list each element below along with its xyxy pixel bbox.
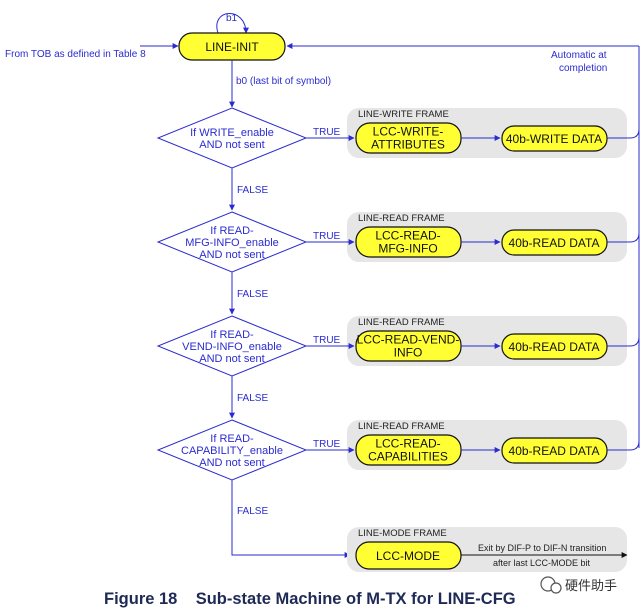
- true-label: TRUE: [313, 439, 341, 450]
- decision-label: AND not sent: [199, 457, 264, 469]
- auto-label-2: completion: [559, 63, 607, 74]
- decision-label: If READ-: [210, 329, 254, 341]
- figure-caption: Figure 18 Sub-state Machine of M-TX for …: [104, 590, 516, 608]
- lcc-state-label: MFG-INFO: [378, 242, 437, 256]
- decision-label: MFG-INFO_enable: [185, 237, 279, 249]
- lcc-state-label: INFO: [394, 346, 423, 360]
- frame-label: LINE-READ FRAME: [358, 213, 445, 224]
- b0-label: b0 (last bit of symbol): [236, 76, 331, 87]
- false-label: FALSE: [237, 185, 268, 196]
- return-arrow: [607, 336, 640, 347]
- lcc-state-label: ATTRIBUTES: [371, 138, 445, 152]
- true-label: TRUE: [313, 127, 341, 138]
- lcc-state-label: LCC-WRITE-: [373, 125, 444, 139]
- line-init-label: LINE-INIT: [205, 40, 259, 54]
- decision-label: AND not sent: [199, 139, 264, 151]
- data-state-label: 40b-READ DATA: [509, 340, 600, 354]
- self-loop-label: b1: [226, 13, 238, 24]
- false-arrow-to-mode: [231, 490, 351, 558]
- lcc-state-label: LCC-READ-: [375, 229, 440, 243]
- wechat-icon-bubble: [550, 582, 562, 594]
- self-loop-b1: [216, 13, 249, 34]
- frame-label: LINE-READ FRAME: [358, 421, 445, 432]
- decision-label: VEND-INFO_enable: [182, 341, 282, 353]
- false-label: FALSE: [237, 393, 268, 404]
- exit-label-2: after last LCC-MODE bit: [493, 558, 591, 568]
- frame-label: LINE-WRITE FRAME: [358, 109, 449, 120]
- true-label: TRUE: [313, 231, 341, 242]
- exit-label-1: Exit by DIF-P to DIF-N transition: [478, 543, 606, 553]
- decision-label: If READ-: [210, 433, 254, 445]
- data-state-label: 40b-WRITE DATA: [506, 132, 602, 146]
- line-mode-frame-label: LINE-MODE FRAME: [358, 528, 447, 539]
- decision-label: CAPABILITY_enable: [181, 445, 283, 457]
- false-label: FALSE: [237, 289, 268, 300]
- decision-label: If WRITE_enable: [190, 127, 274, 139]
- false-label-mode: FALSE: [237, 506, 268, 517]
- frame-label: LINE-READ FRAME: [358, 317, 445, 328]
- data-state-label: 40b-READ DATA: [509, 444, 600, 458]
- decision-label: AND not sent: [199, 249, 264, 261]
- return-arrow: [607, 232, 640, 243]
- return-arrow: [607, 128, 640, 139]
- auto-label-1: Automatic at: [551, 50, 607, 61]
- lcc-mode-label: LCC-MODE: [376, 549, 440, 563]
- lcc-state-label: CAPABILITIES: [368, 450, 448, 464]
- watermark-text: 硬件助手: [565, 579, 617, 594]
- true-label: TRUE: [313, 335, 341, 346]
- lcc-state-label: LCC-READ-VEND-: [357, 333, 460, 347]
- decision-label: If READ-: [210, 225, 254, 237]
- entry-label: From TOB as defined in Table 8: [5, 49, 146, 60]
- return-arrow: [607, 440, 640, 451]
- lcc-state-label: LCC-READ-: [375, 437, 440, 451]
- watermark: 硬件助手: [540, 576, 617, 594]
- data-state-label: 40b-READ DATA: [509, 236, 600, 250]
- decision-label: AND not sent: [199, 353, 264, 365]
